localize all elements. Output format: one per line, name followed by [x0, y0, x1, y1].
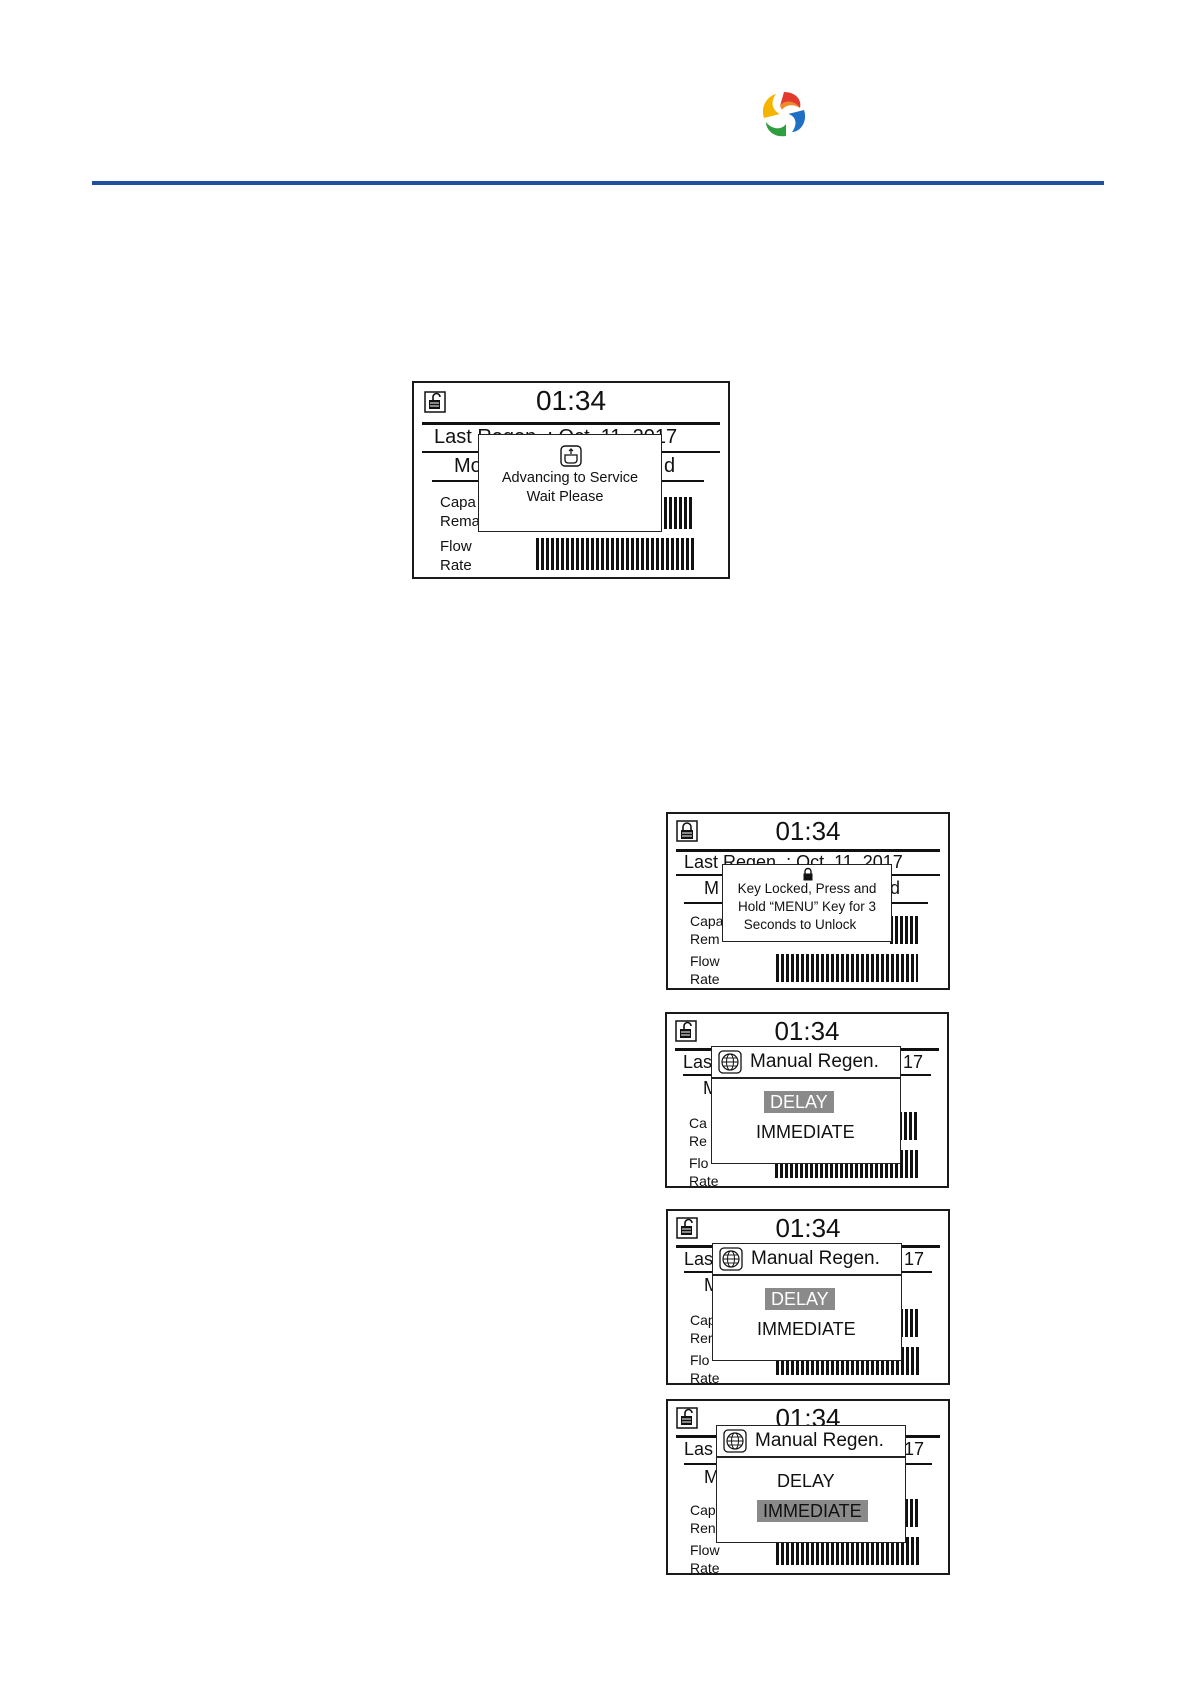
flow-label-line1: Flow [440, 538, 472, 555]
key-locked-popup: Key Locked, Press and Hold “MENU” Key fo… [722, 864, 892, 942]
locked-padlock-icon [676, 820, 698, 842]
popup-divider [717, 1456, 905, 1458]
clock-time: 01:34 [535, 385, 607, 416]
option-delay[interactable]: DELAY [765, 1288, 835, 1310]
flow-rate-bar [536, 538, 694, 570]
capacity-label-line2: Rer [690, 1330, 713, 1346]
popup-line2: Hold “MENU” Key for 3 [737, 899, 877, 914]
popup-title: Manual Regen. [755, 1430, 884, 1451]
capacity-bar [890, 916, 920, 944]
flow-rate-label: Flo Rate [690, 1351, 720, 1385]
divider [676, 849, 940, 852]
option-immediate[interactable]: IMMEDIATE [756, 1122, 855, 1142]
flow-label-line2: Rate [690, 1560, 720, 1575]
clock-time: 01:34 [775, 1213, 841, 1243]
capacity-label: Cap Ren [690, 1501, 716, 1537]
clock-time: 01:34 [775, 816, 841, 846]
flow-rate-label: Flow Rate [690, 1541, 720, 1575]
header-rule [92, 181, 1104, 185]
popup-line2: Wait Please [526, 489, 604, 505]
row1-left: Las [684, 1439, 714, 1459]
capacity-bar [664, 497, 694, 529]
unlocked-padlock-icon [676, 1217, 698, 1239]
capacity-label-line2: Rem [690, 931, 720, 947]
divider [422, 422, 720, 425]
capacity-label-line2: Re [689, 1133, 707, 1149]
option-immediate[interactable]: IMMEDIATE [757, 1319, 856, 1339]
manual-regen-popup: Manual Regen. DELAY IMMEDIATE [716, 1425, 906, 1543]
service-tap-icon [560, 445, 582, 467]
flow-rate-label: Flo Rate [689, 1154, 719, 1188]
flow-label-line2: Rate [440, 557, 472, 574]
flow-label-line1: Flo [689, 1155, 709, 1171]
mode-row-left: M [704, 1467, 719, 1487]
row1-left: Las [684, 1249, 714, 1269]
capacity-bar [900, 1309, 920, 1337]
mode-row-left: Mo [454, 455, 482, 477]
option-delay[interactable]: DELAY [777, 1471, 835, 1491]
capacity-label: Cap Rer [690, 1311, 716, 1347]
row1-left: Las [683, 1052, 713, 1072]
unlocked-padlock-icon [675, 1020, 697, 1042]
capacity-label-line1: Ca [689, 1115, 707, 1131]
lcd-screen-manual-regen-2: 01:34 Las 17 M Cap Rer Flo Rate Manual R… [666, 1209, 950, 1385]
popup-line3: Seconds to Unlock [743, 917, 857, 932]
capacity-bar [899, 1112, 919, 1140]
capacity-label-line2: Rema [440, 513, 481, 530]
mode-row-right: d [664, 455, 676, 477]
flow-label-line1: Flo [690, 1352, 710, 1368]
capacity-label: Ca Re [689, 1114, 707, 1150]
lcd-screen-manual-regen-1: 01:34 Las 17 M Ca Re Flo Rate Manual Reg… [665, 1012, 949, 1188]
flow-label-line1: Flow [690, 953, 720, 969]
capacity-label-line1: Cap [690, 1312, 716, 1328]
capacity-label-line1: Capa [440, 494, 476, 511]
capacity-label-line1: Capa [690, 913, 724, 929]
row1-right: 17 [903, 1052, 924, 1072]
globe-icon [723, 1429, 747, 1453]
popup-title: Manual Regen. [751, 1248, 880, 1269]
advancing-popup: Advancing to Service Wait Please [478, 434, 662, 532]
capacity-label-line2: Ren [690, 1520, 716, 1536]
popup-divider [712, 1077, 900, 1079]
option-immediate[interactable]: IMMEDIATE [757, 1500, 868, 1522]
lcd-screen-key-locked: 01:34 Last Regen. : Oct. 11, 2017 M d Ca… [666, 812, 950, 990]
swirl-logo-icon [762, 92, 806, 137]
lcd-screen-manual-regen-3: 01:34 Las 17 M Cap Ren Flow Rate Manual … [666, 1399, 950, 1575]
popup-title: Manual Regen. [750, 1051, 879, 1072]
manual-regen-popup: Manual Regen. DELAY IMMEDIATE [711, 1046, 901, 1164]
flow-label-line2: Rate [689, 1173, 719, 1188]
mode-row-left: M [704, 878, 719, 898]
option-delay[interactable]: DELAY [764, 1091, 834, 1113]
popup-divider [713, 1274, 901, 1276]
flow-label-line1: Flow [690, 1542, 720, 1558]
capacity-label: Capa Rema [440, 493, 480, 531]
padlock-icon [803, 867, 813, 881]
manual-regen-popup: Manual Regen. DELAY IMMEDIATE [712, 1243, 902, 1361]
flow-rate-label: Flow Rate [690, 952, 720, 988]
popup-line1: Advancing to Service [501, 470, 639, 486]
globe-icon [719, 1247, 743, 1271]
unlocked-padlock-icon [424, 391, 446, 413]
popup-line1: Key Locked, Press and [737, 881, 877, 896]
row1-right: 17 [904, 1439, 925, 1459]
flow-label-line2: Rate [690, 971, 720, 987]
capacity-label-line1: Cap [690, 1502, 716, 1518]
flow-label-line2: Rate [690, 1370, 720, 1385]
capacity-label: Capa Rem [690, 912, 723, 948]
globe-icon [718, 1050, 742, 1074]
flow-rate-label: Flow Rate [440, 537, 472, 575]
flow-rate-bar [776, 954, 918, 982]
unlocked-padlock-icon [676, 1407, 698, 1429]
mode-row-right: d [890, 878, 901, 898]
clock-time: 01:34 [774, 1016, 840, 1046]
lcd-screen-advancing: 01:34 Last Regen. : Oct. 11, 2017 Mo d C… [412, 381, 730, 579]
row1-right: 17 [904, 1249, 925, 1269]
